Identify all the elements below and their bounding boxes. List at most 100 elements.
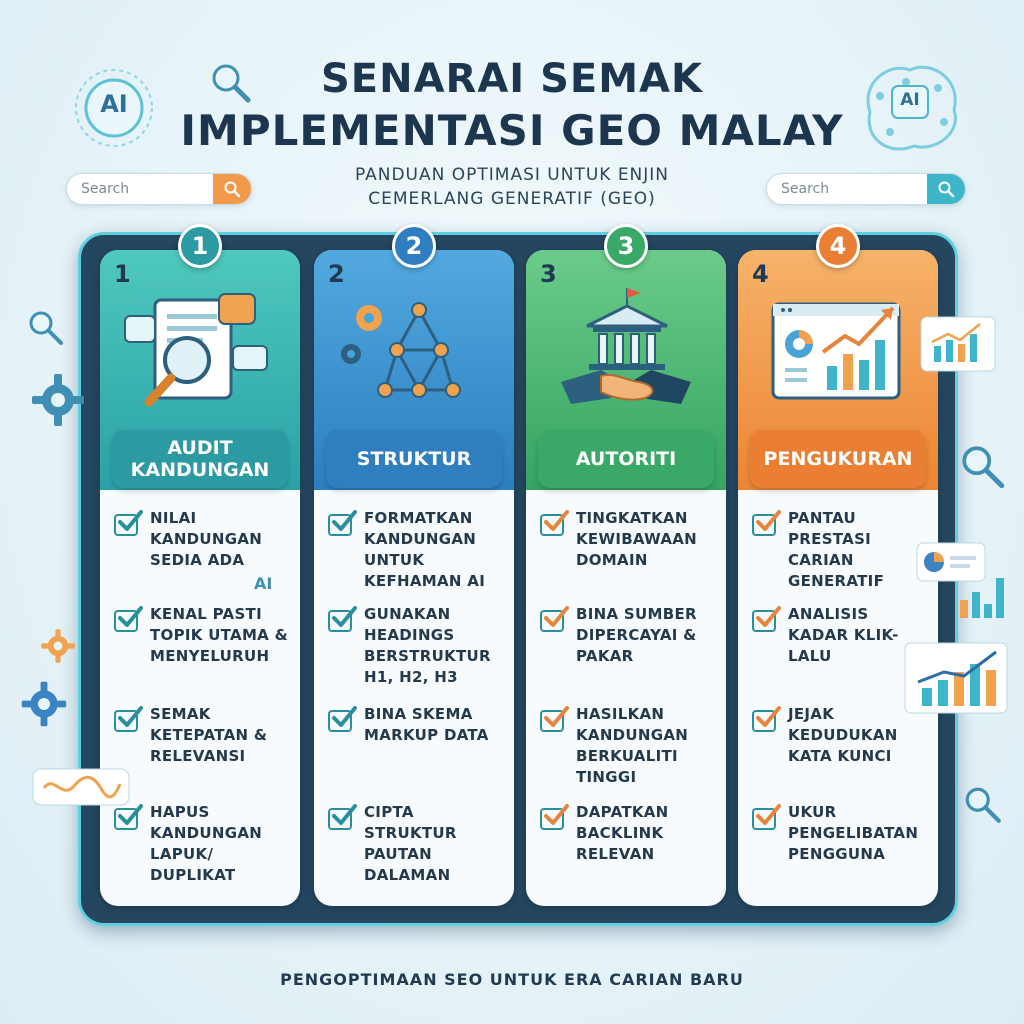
search-bar-right[interactable]: Search [766, 173, 966, 205]
checklist-item-text: NILAI KANDUNGAN SEDIA ADA [150, 509, 263, 569]
checklist-item[interactable]: JEJAK KEDUDUKAN KATA KUNCI [752, 704, 930, 767]
network-gears-icon [329, 286, 499, 420]
institution-handshake-icon [541, 286, 711, 420]
checkbox-checked-icon[interactable] [328, 510, 357, 536]
step-number-badge: 3 [604, 224, 648, 268]
growth-chart-icon-right [904, 642, 1008, 718]
search-icon [938, 181, 955, 198]
checkbox-checked-icon[interactable] [540, 706, 569, 732]
checkbox-checked-icon[interactable] [752, 804, 781, 830]
column-corner-number: 2 [328, 260, 345, 288]
gear-icon-left-orange [40, 628, 76, 668]
checkbox-checked-icon[interactable] [114, 510, 143, 536]
checklist-item[interactable]: SEMAK KETEPATAN & RELEVANSI [114, 704, 292, 767]
magnifier-icon-right [958, 442, 1008, 496]
search-button-left[interactable] [213, 174, 251, 204]
pie-card-icon-right [916, 542, 986, 586]
checklist-item-text: CIPTA STRUKTUR PAUTAN DALAMAN [364, 803, 457, 884]
checklist-item[interactable]: FORMATKAN KANDUNGAN UNTUK KEFHAMAN AI [328, 508, 506, 592]
step-number-badge: 1 [178, 224, 222, 268]
magnifier-icon-left [26, 308, 66, 352]
column-corner-number: 3 [540, 260, 557, 288]
checkbox-checked-icon[interactable] [752, 510, 781, 536]
checklist-item[interactable]: BINA SUMBER DIPERCAYAI & PAKAR [540, 604, 718, 667]
checklist-item-text: PANTAU PRESTASI CARIAN GENERATIF [788, 509, 885, 590]
magnifier-icon-top-left [208, 60, 254, 110]
search-input-right[interactable]: Search [781, 181, 830, 197]
checklist-item-text: HASILKAN KANDUNGAN BERKUALITI TINGGI [576, 705, 689, 786]
checklist-item-text: JEJAK KEDUDUKAN KATA KUNCI [788, 705, 898, 765]
checkbox-checked-icon[interactable] [752, 706, 781, 732]
checkbox-checked-icon[interactable] [114, 706, 143, 732]
checklist-item[interactable]: BINA SKEMA MARKUP DATA [328, 704, 506, 746]
ai-badge-left-text: AI [100, 90, 128, 118]
checklist-item-text: BINA SUMBER DIPERCAYAI & PAKAR [576, 605, 697, 665]
column-corner-number: 1 [114, 260, 131, 288]
ai-badge-right-text: AI [900, 90, 920, 110]
checklist-item-text: TINGKATKAN KEWIBAWAAN DOMAIN [576, 509, 698, 569]
checklist-item-text: UKUR PENGELIBATAN PENGGUNA [788, 803, 919, 863]
checklist-item[interactable]: PANTAU PRESTASI CARIAN GENERATIF [752, 508, 930, 592]
ai-brain-icon-right: AI [850, 52, 970, 162]
bar-chart-icon-right [956, 574, 1006, 624]
ai-float-label: AI [254, 574, 273, 593]
checklist-item-text: SEMAK KETEPATAN & RELEVANSI [150, 705, 268, 765]
gear-icon-left-blue [20, 680, 68, 732]
checklist-item[interactable]: ANALISIS KADAR KLIK-LALU [752, 604, 930, 667]
checkbox-checked-icon[interactable] [328, 706, 357, 732]
checkbox-checked-icon[interactable] [540, 510, 569, 536]
checklist-item[interactable]: NILAI KANDUNGAN SEDIA ADA [114, 508, 292, 571]
search-button-right[interactable] [927, 174, 965, 204]
checklist-item[interactable]: CIPTA STRUKTUR PAUTAN DALAMAN [328, 802, 506, 886]
checkbox-checked-icon[interactable] [328, 804, 357, 830]
page-subtitle-line1: PANDUAN OPTIMASI UNTUK ENJIN [354, 165, 670, 185]
checklist-item-text: KENAL PASTI TOPIK UTAMA & MENYELURUH [150, 605, 288, 665]
chart-card-icon-right [920, 316, 996, 376]
checklist-item-text: BINA SKEMA MARKUP DATA [364, 705, 489, 744]
magnifier-icon-bottom-right [962, 784, 1004, 830]
checklist-item[interactable]: DAPATKAN BACKLINK RELEVAN [540, 802, 718, 865]
checklist-item[interactable]: TINGKATKAN KEWIBAWAAN DOMAIN [540, 508, 718, 571]
page-title-line2: IMPLEMENTASI GEO MALAY [180, 106, 844, 155]
checklist-item-text: GUNAKAN HEADINGS BERSTRUKTUR H1, H2, H3 [364, 605, 491, 686]
checklist-item-text: HAPUS KANDUNGAN LAPUK/ DUPLIKAT [150, 803, 263, 884]
search-input-left[interactable]: Search [81, 181, 130, 197]
checklist-item-text: DAPATKAN BACKLINK RELEVAN [576, 803, 669, 863]
checklist-item[interactable]: KENAL PASTI TOPIK UTAMA & MENYELURUH [114, 604, 292, 667]
column-corner-number: 4 [752, 260, 769, 288]
checkbox-checked-icon[interactable] [114, 606, 143, 632]
document-magnifier-icon [115, 286, 285, 420]
column-label: AUDIT KANDUNGAN [112, 430, 288, 488]
checkbox-checked-icon[interactable] [540, 606, 569, 632]
checklist-item[interactable]: HAPUS KANDUNGAN LAPUK/ DUPLIKAT [114, 802, 292, 886]
gear-icon-left [30, 372, 86, 432]
search-bar-left[interactable]: Search [66, 173, 252, 205]
checkbox-checked-icon[interactable] [540, 804, 569, 830]
analytics-dashboard-icon [753, 286, 923, 420]
checklist-item-text: ANALISIS KADAR KLIK-LALU [788, 605, 899, 665]
step-number-badge: 2 [392, 224, 436, 268]
checklist-item[interactable]: HASILKAN KANDUNGAN BERKUALITI TINGGI [540, 704, 718, 788]
waveform-card-icon [32, 768, 130, 810]
checkbox-checked-icon[interactable] [752, 606, 781, 632]
page-subtitle-line2: CEMERLANG GENERATIF (GEO) [368, 189, 656, 209]
column-label: PENGUKURAN [750, 430, 926, 488]
checkbox-checked-icon[interactable] [114, 804, 143, 830]
ai-brain-icon-left: AI [66, 60, 166, 160]
footer-tagline: PENGOPTIMAAN SEO UNTUK ERA CARIAN BARU [280, 970, 744, 989]
column-label: STRUKTUR [326, 430, 502, 488]
checklist-item[interactable]: UKUR PENGELIBATAN PENGGUNA [752, 802, 930, 865]
column-label: AUTORITI [538, 430, 714, 488]
search-icon [224, 181, 241, 198]
checklist-item[interactable]: GUNAKAN HEADINGS BERSTRUKTUR H1, H2, H3 [328, 604, 506, 688]
checkbox-checked-icon[interactable] [328, 606, 357, 632]
page-title-line1: SENARAI SEMAK [320, 56, 704, 102]
